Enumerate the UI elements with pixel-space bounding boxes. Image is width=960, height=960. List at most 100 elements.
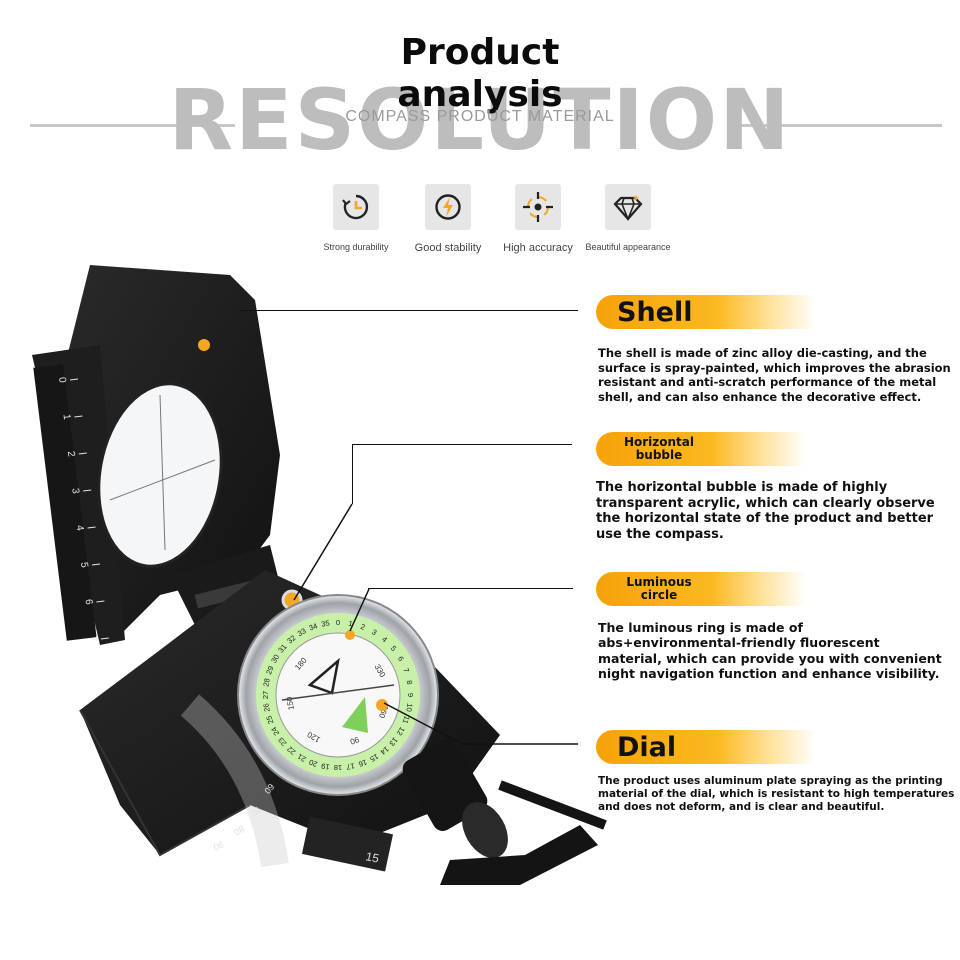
header-rule-left <box>30 124 235 127</box>
bubble-leader-line-vertical <box>352 444 353 504</box>
bezel-number: 1 <box>348 619 354 629</box>
luminous-marker-dot <box>345 630 355 640</box>
bezel-number: 34 <box>308 621 319 632</box>
lid-marker-dot <box>198 339 210 351</box>
bubble-leader-line-horizontal <box>352 444 572 445</box>
shell-tag-title: Shell <box>617 296 693 328</box>
dial-face <box>275 632 401 758</box>
ruler-mark: 2 <box>65 451 77 458</box>
background-watermark-word: RESOLUTION <box>168 71 792 169</box>
bubble-description: The horizontal bubble is made of highly … <box>596 480 935 542</box>
feature-durability: Strong durability <box>296 184 416 252</box>
luminous-tag: Luminous circle <box>596 572 806 606</box>
bezel-number: 15 <box>368 752 380 764</box>
bezel-number: 25 <box>264 714 275 725</box>
bezel-number: 3 <box>370 627 378 637</box>
ruler-mark: 5 <box>78 562 90 569</box>
direction-triangle <box>307 657 340 695</box>
page-title-line-2: analysis <box>397 74 563 115</box>
feature-label: Strong durability <box>323 242 389 252</box>
ruler-mark: 3 <box>69 488 81 495</box>
dial-number: 150 <box>285 696 296 711</box>
ruler-mark: 6 <box>82 599 94 606</box>
bezel-number: 6 <box>396 655 406 663</box>
ruler-tick <box>74 415 83 418</box>
luminous-tag-title: Luminous circle <box>596 576 722 602</box>
luminous-tag-title-line-2: circle <box>640 588 678 602</box>
bubble-tag-title-line-2: bubble <box>635 448 683 462</box>
compass-lid <box>32 265 280 645</box>
ruler-tick <box>69 378 79 381</box>
luminous-tag-title-line-1: Luminous <box>626 575 692 589</box>
bezel-number: 17 <box>346 761 356 771</box>
bezel-number: 27 <box>261 691 270 699</box>
clock-icon <box>333 184 379 230</box>
luminous-triangle <box>342 697 368 733</box>
bubble-tag-title: Horizontal bubble <box>596 436 722 462</box>
shell-description: The shell is made of zinc alloy die-cast… <box>598 346 951 404</box>
bubble-tag: Horizontal bubble <box>596 432 806 466</box>
bezel-number: 5 <box>389 644 399 653</box>
page-title-line-1: Product <box>400 32 560 73</box>
bezel-number: 26 <box>261 703 271 713</box>
feature-label: Beautiful appearance <box>585 242 671 252</box>
lid-window <box>97 382 223 568</box>
feature-accuracy: High accuracy <box>478 184 598 254</box>
bezel-number: 16 <box>357 757 368 768</box>
bezel-number: 33 <box>296 626 308 638</box>
feature-appearance: Beautiful appearance <box>568 184 688 252</box>
bezel-number: 12 <box>395 725 407 737</box>
ruler-mark: 7 <box>87 636 99 643</box>
sight-bracket <box>402 739 607 885</box>
needle-line <box>281 684 395 701</box>
dial-number: 90 <box>348 735 360 747</box>
ruler-mark: 1 <box>60 414 72 421</box>
page-title: Product analysis <box>0 32 960 116</box>
bezel-number: 9 <box>406 693 415 697</box>
feature-label: Good stability <box>414 242 482 254</box>
luminous-leader-line-diagonal <box>349 588 370 632</box>
bezel-number: 11 <box>401 715 412 725</box>
ruler-tick <box>96 600 105 603</box>
ruler-tick <box>100 637 109 640</box>
clinometer-mark: 70 <box>249 804 263 818</box>
dial-tag-title: Dial <box>617 731 677 763</box>
lightning-icon <box>425 184 471 230</box>
bezel-number: 18 <box>334 763 342 772</box>
bezel-number: 30 <box>269 653 281 665</box>
bezel-number: 24 <box>269 725 281 737</box>
bezel-number: 7 <box>401 667 411 674</box>
clinometer-mark: 60 <box>262 782 276 796</box>
dial-leader-line <box>383 702 578 745</box>
bezel-number: 8 <box>405 680 415 686</box>
bezel-number: 0 <box>336 618 340 627</box>
clinometer-mark: 90 <box>212 839 225 852</box>
bezel-number: 10 <box>404 703 414 713</box>
header-rule-right <box>740 124 942 127</box>
svg-text:15: 15 <box>364 849 380 866</box>
target-icon <box>515 184 561 230</box>
luminous-description: The luminous ring is made of abs+environ… <box>598 620 942 681</box>
bezel-number: 4 <box>380 635 389 645</box>
bezel-number: 2 <box>359 622 366 632</box>
ruler-tick <box>78 452 87 455</box>
bubble-tag-title-line-1: Horizontal <box>623 435 695 449</box>
diamond-icon <box>605 184 651 230</box>
feature-stability: Good stability <box>388 184 508 254</box>
bezel-number: 21 <box>296 752 308 764</box>
clinometer-mark: 80 <box>232 824 246 838</box>
page-subtitle: COMPASS PRODUCT MATERIAL <box>345 108 615 125</box>
dial-marker-dot <box>376 699 388 711</box>
shell-tag: Shell <box>596 295 816 329</box>
luminous-leader-line-horizontal <box>368 588 573 589</box>
dial-tag: Dial <box>596 730 816 764</box>
bezel-number: 29 <box>264 665 275 676</box>
ruler-tick <box>91 563 101 566</box>
bezel-number: 35 <box>321 618 331 628</box>
ruler-mark: 0 <box>56 377 68 384</box>
bezel-number: 20 <box>308 757 319 768</box>
bubble-leader-line-diagonal <box>293 503 353 601</box>
